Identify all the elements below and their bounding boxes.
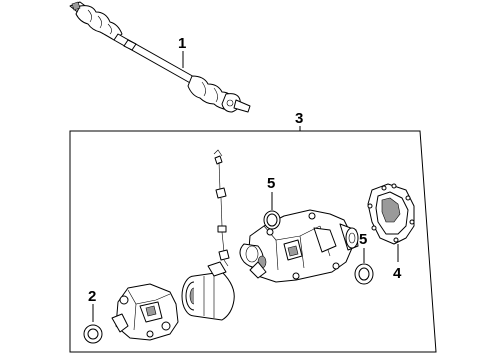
seal-5-lower[interactable] [354,263,374,285]
callout-3[interactable]: 3 [295,110,303,127]
rear-cover[interactable] [367,183,415,245]
axle-shaft[interactable] [69,1,251,113]
axle-bar [113,33,197,85]
seal-ring-2[interactable] [83,324,103,344]
coupling-actuator [111,283,179,341]
outer-cv-joint [187,75,251,113]
callout-5b[interactable]: 5 [359,231,367,248]
callout-5a[interactable]: 5 [267,175,275,192]
assembly-frame [69,130,437,353]
motor-unit [181,261,235,321]
callout-2[interactable]: 2 [88,288,96,305]
differential-carrier[interactable] [239,209,359,283]
seal-5-upper[interactable] [263,210,281,230]
callout-1[interactable]: 1 [178,35,186,52]
inner-cv-joint [69,1,123,41]
wire-harness [213,149,230,267]
callout-4[interactable]: 4 [393,265,402,282]
